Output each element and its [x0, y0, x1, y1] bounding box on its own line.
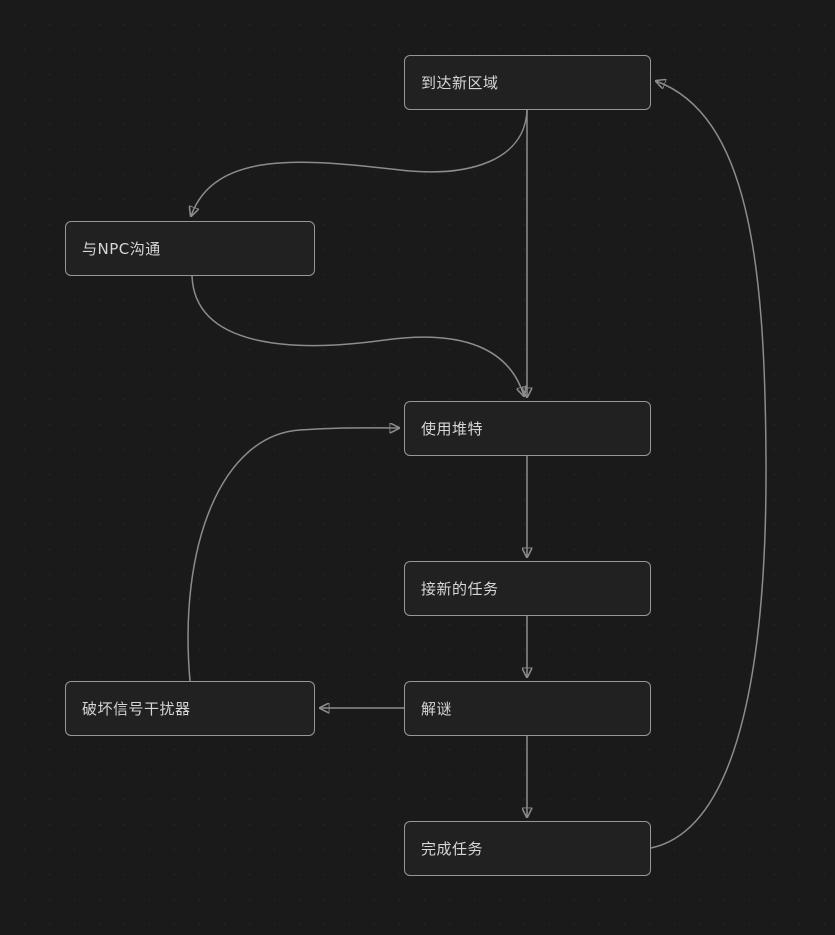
edge-npc-to-tweet: [191, 275, 524, 396]
node-arrive-new-area[interactable]: 到达新区域: [404, 55, 651, 110]
node-label: 解谜: [421, 700, 453, 718]
edge-arrive-to-npc: [191, 109, 528, 216]
node-label: 到达新区域: [421, 74, 499, 92]
edge-jammer-to-tweet: [187, 428, 399, 682]
node-destroy-signal-jammer[interactable]: 破坏信号干扰器: [65, 681, 315, 736]
node-complete-task[interactable]: 完成任务: [404, 821, 651, 876]
node-use-tweet[interactable]: 使用堆特: [404, 401, 651, 456]
edge-complete-to-arrive: [650, 81, 767, 849]
node-label: 与NPC沟通: [82, 240, 161, 258]
node-solve-puzzle[interactable]: 解谜: [404, 681, 651, 736]
node-label: 使用堆特: [421, 420, 484, 438]
node-talk-to-npc[interactable]: 与NPC沟通: [65, 221, 315, 276]
node-label: 破坏信号干扰器: [82, 700, 191, 718]
node-label: 完成任务: [421, 840, 484, 858]
node-take-new-task[interactable]: 接新的任务: [404, 561, 651, 616]
node-label: 接新的任务: [421, 580, 499, 598]
